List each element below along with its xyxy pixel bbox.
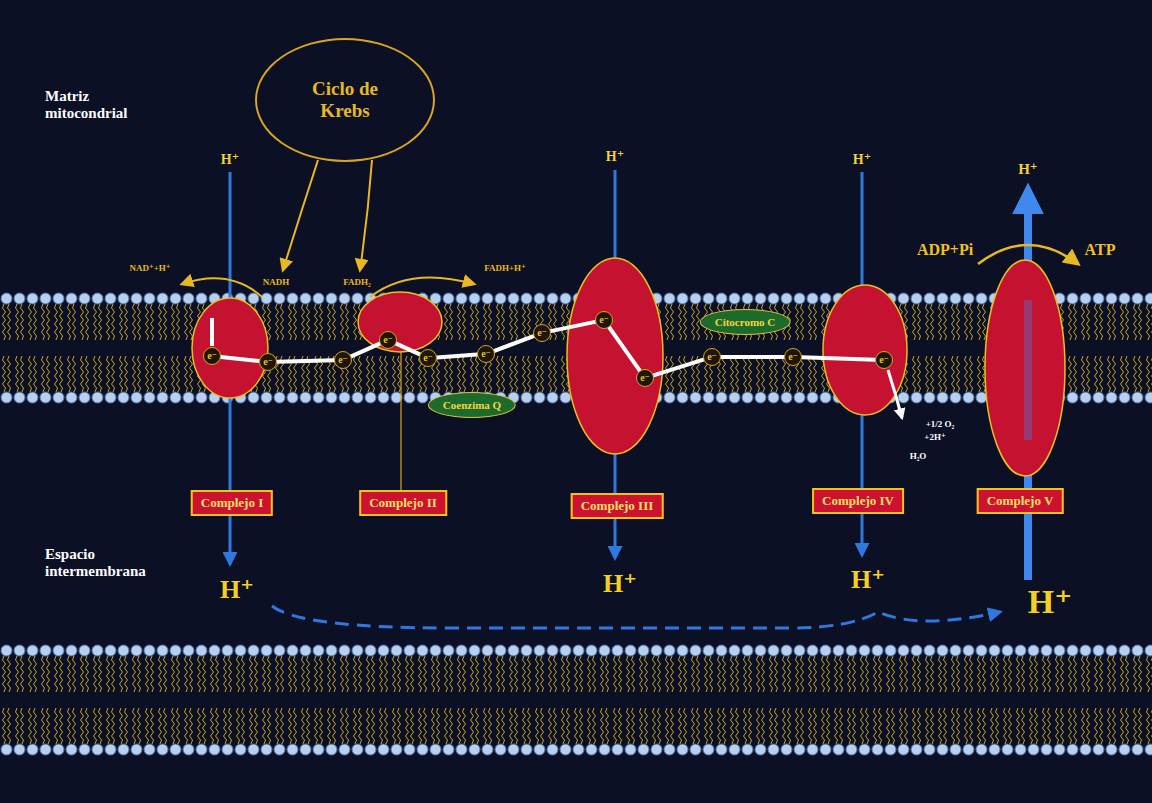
node-text: e⁻ — [707, 350, 717, 364]
node-text: e⁻ — [481, 347, 491, 361]
coenzyme-ellipse: Coenzima Q — [428, 392, 516, 418]
substrate-arrow — [360, 160, 372, 270]
proton-label: H⁺ — [221, 152, 239, 168]
metabolite-label: NAD⁺+H⁺ — [129, 263, 170, 273]
lipid-bilayer — [0, 644, 1152, 756]
node-text: e⁻ — [383, 333, 393, 347]
electron-carrier: e⁻ — [259, 353, 277, 371]
proton-label: H⁺ — [1028, 582, 1072, 621]
electron-carrier: e⁻ — [419, 349, 437, 367]
node-text: e⁻ — [423, 351, 433, 365]
metabolite-label: NADH — [263, 277, 290, 287]
water-label: H₂O — [910, 451, 927, 461]
electron-carrier: e⁻ — [875, 351, 893, 369]
node-text: e⁻ — [338, 353, 348, 367]
electron-path — [609, 327, 640, 370]
complex-label: Complejo I — [191, 490, 273, 516]
metabolite-label: FADH₂ — [343, 277, 371, 287]
leader-line — [400, 352, 401, 490]
outer-membrane — [0, 644, 1152, 756]
node-text: Complejo V — [987, 493, 1054, 509]
complex-label: Complejo III — [571, 493, 664, 519]
atp-synthase-proton-arrow — [1024, 300, 1032, 440]
electron-path — [396, 344, 420, 355]
electron-path — [277, 360, 334, 362]
electron-path — [351, 344, 380, 357]
electron-carrier: e⁻ — [784, 348, 802, 366]
electron-carrier: e⁻ — [477, 345, 495, 363]
electron-carrier: e⁻ — [595, 311, 613, 329]
node-text: e⁻ — [263, 355, 273, 369]
electron-to-oxygen-arrow — [888, 370, 902, 418]
complex-label: Complejo IV — [812, 488, 904, 514]
node-text: e⁻ — [537, 326, 547, 340]
metabolite-label: ADP+Pi — [917, 241, 973, 259]
electron-carrier: e⁻ — [334, 351, 352, 369]
electron-path — [551, 322, 595, 331]
electron-path — [221, 357, 259, 361]
node-text: e⁻ — [599, 313, 609, 327]
electron-carrier: e⁻ — [203, 347, 221, 365]
proton-return-path — [272, 606, 1000, 628]
electron-path — [721, 355, 784, 359]
electron-carrier: e⁻ — [636, 369, 654, 387]
node-text: Ciclo de Krebs — [290, 78, 400, 122]
metabolite-label: ATP — [1085, 241, 1116, 259]
electron-carrier: e⁻ — [703, 348, 721, 366]
oxygen-label: +1/2 O₂ — [926, 419, 955, 429]
complex-i — [192, 298, 268, 398]
electron-path — [654, 360, 704, 376]
proton-label: H⁺ — [853, 152, 871, 168]
proton-label: H⁺ — [606, 149, 624, 165]
node-text: e⁻ — [879, 353, 889, 367]
proton-label: H⁺ — [851, 565, 885, 595]
metabolite-label: FADH+H⁺ — [484, 263, 526, 273]
atp-synthase-proton-arrow — [1024, 192, 1032, 580]
complex-iii — [567, 258, 663, 454]
oxidation-arrow — [182, 278, 262, 297]
node-text: Complejo II — [369, 495, 437, 511]
region-label: Espacio intermembrana — [45, 546, 175, 581]
proton-label: H⁺ — [1018, 161, 1038, 178]
node-text: e⁻ — [788, 350, 798, 364]
electron-path — [437, 355, 477, 358]
node-text: e⁻ — [207, 349, 217, 363]
complex-label: Complejo V — [977, 488, 1064, 514]
oxidation-arrow — [370, 277, 474, 297]
complex-v — [985, 260, 1065, 476]
oxygen-label: +2H⁺ — [924, 432, 945, 442]
electron-path — [802, 357, 875, 359]
region-label: Matriz mitocondrial — [45, 88, 163, 123]
node-text: Citocromo C — [715, 316, 776, 328]
proton-label: H⁺ — [603, 569, 637, 599]
node-text: Complejo III — [581, 498, 654, 514]
substrate-arrow — [283, 160, 318, 270]
complex-label: Complejo II — [359, 490, 447, 516]
electron-carrier: e⁻ — [533, 324, 551, 342]
electron-path — [210, 318, 214, 346]
electron-carrier: e⁻ — [379, 331, 397, 349]
complex-ii — [358, 292, 442, 352]
node-text: Coenzima Q — [443, 399, 501, 411]
node-text: Complejo I — [201, 495, 263, 511]
node-text: Complejo IV — [822, 493, 894, 509]
cytochrome-ellipse: Citocromo C — [700, 309, 791, 335]
cycle-circle: Ciclo de Krebs — [255, 38, 435, 162]
phosphorylation-arrow — [978, 245, 1078, 264]
electron-path — [494, 336, 533, 351]
node-text: e⁻ — [640, 371, 650, 385]
proton-label: H⁺ — [220, 575, 254, 605]
